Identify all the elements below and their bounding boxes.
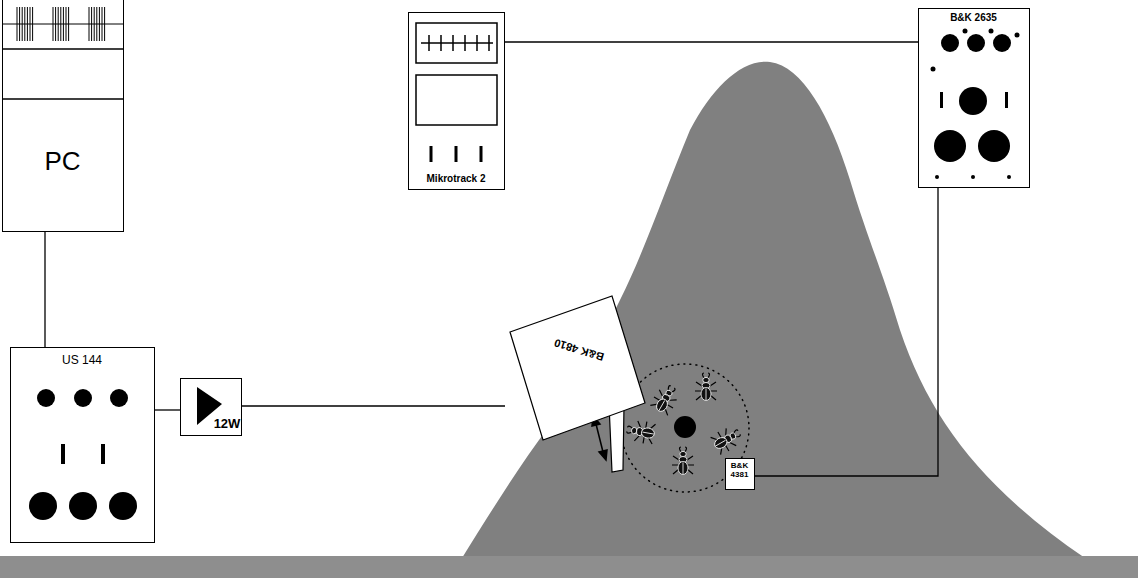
device-controls	[409, 13, 504, 189]
double-arrow	[592, 416, 607, 460]
device-label: Mikrotrack 2	[409, 173, 503, 184]
device-controls	[919, 9, 1029, 187]
device-controls	[3, 0, 123, 231]
device-box: US 144	[10, 347, 155, 543]
device-controls	[505, 292, 650, 444]
termite-mound	[462, 62, 1085, 558]
signal-cable	[505, 41, 918, 42]
device-box: 12W	[180, 378, 242, 436]
device-label: B&K 4381	[726, 462, 753, 480]
device-label: PC	[3, 147, 122, 176]
ground-band	[0, 556, 1138, 578]
nest-hole	[674, 416, 696, 438]
device-box: B&K 4381	[725, 458, 755, 490]
signal-cable	[242, 405, 505, 406]
speaker-box: B&K 4810	[505, 292, 650, 444]
device-label: US 144	[11, 354, 153, 367]
device-box: PC	[2, 0, 124, 232]
signal-cable	[755, 188, 938, 476]
device-box: B&K 2635	[918, 8, 1030, 188]
signal-cable	[155, 409, 180, 410]
device-controls	[11, 348, 154, 542]
device-label: 12W	[211, 417, 243, 431]
signal-cable	[44, 232, 45, 347]
device-label: B&K 2635	[919, 12, 1028, 23]
device-box: Mikrotrack 2	[408, 12, 505, 190]
